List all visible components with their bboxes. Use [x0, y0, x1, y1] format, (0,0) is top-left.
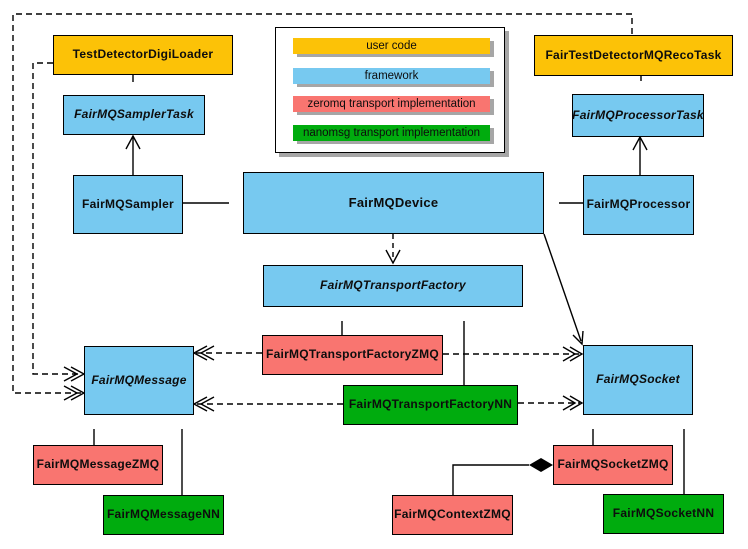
edge-fairmqtransportfactoryzmq-fairmqsocket [443, 346, 584, 362]
class-box-fairmqsampler: FairMQSampler [73, 175, 183, 234]
edge-fairmqcontextzmq-fairmqsocketzmq [452, 458, 553, 495]
legend: user code framework zeromq transport imp… [275, 27, 505, 153]
edge-fairmqtransportfactorynn-fairmqtransportfactory [456, 307, 472, 385]
class-box-fairmqsamplertask: FairMQSamplerTask [63, 95, 205, 135]
edge-fairmqmessagezmq-fairmqmessage [86, 415, 102, 445]
legend-item-zeromq: zeromq transport implementation [293, 96, 490, 112]
edge-fairmqsocketzmq-fairmqsocket [585, 415, 601, 445]
class-box-fairmqmessagezmq: FairMQMessageZMQ [33, 445, 163, 485]
edge-fairmqprocessor-fairmqprocessortask [632, 135, 648, 175]
class-box-fairmqsocketnn: FairMQSocketNN [603, 494, 724, 534]
class-box-fairmqsocketzmq: FairMQSocketZMQ [553, 445, 673, 485]
class-box-fairmqdevice: FairMQDevice [243, 172, 544, 234]
class-box-fairmqtransportfactoryzmq: FairMQTransportFactoryZMQ [262, 335, 443, 375]
class-box-fairmqcontextzmq: FairMQContextZMQ [392, 495, 513, 535]
legend-item-nanomsg: nanomsg transport implementation [293, 125, 490, 141]
edge-fairmqmessagenn-fairmqmessage [174, 415, 190, 495]
edge-fairmqprocessor-fairmqdevice [545, 195, 583, 211]
class-box-fairmqsocket: FairMQSocket [583, 345, 693, 415]
edge-fairtestdetectormqrecotask-fairmqprocessortask [633, 76, 649, 94]
class-box-testdetectordigiloader: TestDetectorDigiLoader [53, 35, 233, 75]
composition-diamond-icon [529, 458, 553, 472]
edge-fairmqsampler-fairmqsamplertask [125, 134, 141, 175]
edge-fairmqdevice-fairmqsocket [543, 233, 584, 346]
edge-testdetectordigiloader-fairmqsamplertask [125, 75, 141, 95]
edge-fairmqsocketnn-fairmqsocket [676, 415, 692, 494]
edge-fairmqdevice-fairmqtransportfactory [385, 234, 401, 265]
edge-fairmqsampler-fairmqdevice [183, 195, 243, 211]
class-box-fairmqprocessor: FairMQProcessor [583, 175, 694, 235]
class-box-fairmqtransportfactorynn: FairMQTransportFactoryNN [343, 385, 518, 425]
class-box-fairmqmessagenn: FairMQMessageNN [103, 495, 224, 535]
edge-fairmqtransportfactoryzmq-fairmqmessage [192, 345, 262, 361]
class-box-fairmqmessage: FairMQMessage [84, 346, 194, 415]
edge-fairmqtransportfactorynn-fairmqsocket [518, 395, 584, 411]
class-box-fairtestdetectormqrecotask: FairTestDetectorMQRecoTask [534, 35, 733, 76]
legend-item-framework: framework [293, 68, 490, 84]
class-box-fairmqtransportfactory: FairMQTransportFactory [263, 265, 523, 307]
legend-item-user-code: user code [293, 38, 490, 54]
class-box-fairmqprocessortask: FairMQProcessorTask [572, 94, 704, 137]
edge-fairmqtransportfactoryzmq-fairmqtransportfactory [334, 307, 350, 335]
edge-fairmqtransportfactorynn-fairmqmessage [192, 396, 343, 412]
